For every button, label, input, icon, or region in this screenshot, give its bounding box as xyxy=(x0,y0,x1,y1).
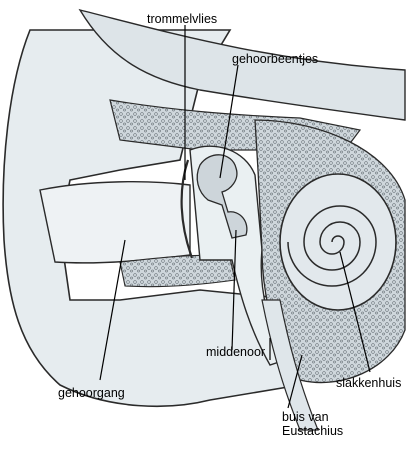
label-trommelvlies: trommelvlies xyxy=(147,12,217,26)
ear-canal xyxy=(40,182,190,263)
label-gehoorbeentjes: gehoorbeentjes xyxy=(232,52,318,66)
label-middenoor: middenoor xyxy=(206,345,265,359)
label-gehoorgang: gehoorgang xyxy=(58,386,125,400)
label-slakkenhuis: slakkenhuis xyxy=(336,376,401,390)
label-buis-van-eustachius: buis van Eustachius xyxy=(282,410,343,438)
cochlea xyxy=(280,174,396,310)
